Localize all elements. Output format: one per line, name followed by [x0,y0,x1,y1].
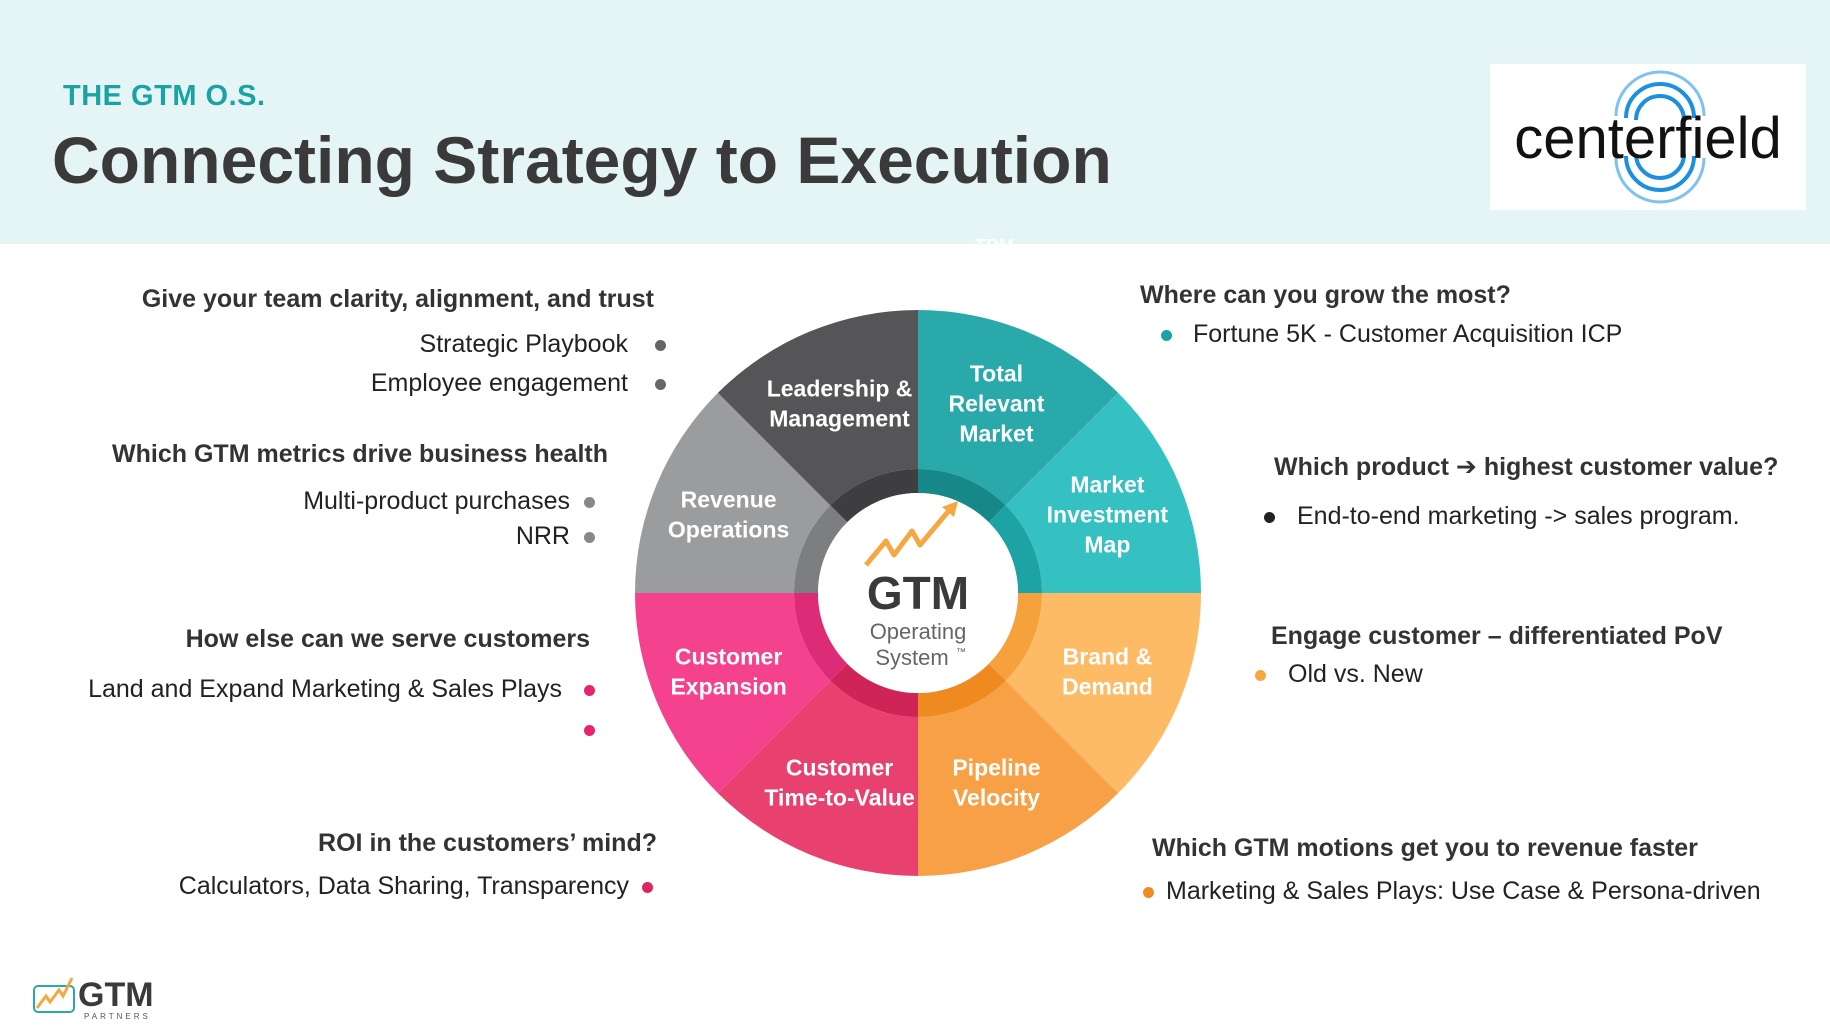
wheel-inner-ring [918,663,1006,717]
trademark-mark: ™ [956,647,966,658]
left-bullet-text: NRR [515,522,570,550]
left-question: How else can we serve customers [185,625,590,653]
bullet-dot-icon [584,725,595,736]
wheel-segment-label: Time-to-Value [764,784,914,810]
gtm-os-wheel: TotalRelevantMarketMarketInvestmentMapBr… [635,310,1201,876]
wheel-segment [1005,392,1201,593]
ghost-label: TRM [975,236,1014,256]
section-kicker: THE GTM O.S. [63,80,266,112]
footer-logo-sub: PARTNERS [84,1012,151,1021]
wheel-segment-label: Customer [786,754,893,780]
bullet-dot-icon [642,882,653,893]
wheel-segment-label: Total [970,361,1023,387]
right-question: Which GTM motions get you to revenue fas… [1152,834,1698,862]
gtm-arrow-head-icon [942,501,958,517]
wheel-segment [1005,593,1201,794]
wheel-inner-ring [988,593,1042,681]
bullet-dot-icon [1255,670,1266,681]
wheel-segment-label: Map [1084,532,1130,558]
wheel-segment-label: Velocity [953,784,1040,810]
wheel-inner-ring [988,505,1042,593]
left-question: ROI in the customers’ mind? [318,829,657,857]
wheel-segment-label: Management [769,406,910,432]
bullet-dot-icon [655,379,666,390]
left-bullet-text: Multi-product purchases [303,487,570,515]
gtm-trend-arrow-icon [864,505,954,567]
wheel-segment-label: Market [1070,472,1144,498]
wheel-segment-label: Revenue [681,487,777,513]
left-question: Which GTM metrics drive business health [112,440,608,468]
wheel-segment-label: Investment [1047,502,1169,528]
wheel-segment-label: Operations [668,517,789,543]
centerfield-logo: centerfield [1490,64,1806,210]
left-bullet-text: Strategic Playbook [419,330,628,358]
footer-logo-text: GTM [78,976,154,1014]
wheel-segment-label: Pipeline [952,754,1040,780]
wheel-segment-label: Expansion [670,673,786,699]
wheel-segment [717,310,918,506]
page-title: Connecting Strategy to Execution [52,123,1112,197]
right-question: Engage customer – differentiated PoV [1271,622,1723,650]
bullet-dot-icon [655,340,666,351]
bullet-dot-icon [584,497,595,508]
bullet-dot-icon [1161,330,1172,341]
wheel-inner-ring [918,469,1006,523]
wheel-inner-ring [830,663,918,717]
wheel-inner-ring [794,505,848,593]
right-bullet-text: Fortune 5K - Customer Acquisition ICP [1193,320,1623,348]
right-question: Which product ➔ highest customer value? [1274,453,1779,481]
wheel-inner-ring [830,469,918,523]
chart-frame-icon [33,985,75,1013]
right-bullet-text: End-to-end marketing -> sales program. [1297,502,1740,530]
trend-arrow-icon [35,977,74,1009]
wheel-segment [918,310,1119,506]
right-bullet-text: Marketing & Sales Plays: Use Case & Pers… [1166,877,1761,905]
wheel-segment-label: Relevant [949,391,1045,417]
wheel-inner-ring [794,593,848,681]
wheel-segment-label: Customer [675,643,782,669]
wheel-center-sub1: Operating [870,619,967,644]
gtm-partners-logo: GTM PARTNERS [32,972,172,1027]
left-bullet-text: Calculators, Data Sharing, Transparency [178,872,629,900]
bullet-dot-icon [1143,887,1154,898]
bullet-dot-icon [584,532,595,543]
right-question: Where can you grow the most? [1140,281,1511,309]
wheel-center-sub2: System [875,645,948,670]
wheel-segment [717,680,918,876]
left-question: Give your team clarity, alignment, and t… [141,285,654,313]
wheel-segment [635,392,831,593]
wheel-segment-label: Market [959,421,1033,447]
right-bullet-text: Old vs. New [1288,660,1423,688]
bullet-dot-icon [1264,512,1275,523]
left-bullet-text: Employee engagement [370,369,628,397]
wheel-segment-label: Leadership & [767,376,913,402]
left-bullet-text: Land and Expand Marketing & Sales Plays [88,675,562,703]
wheel-center [818,493,1018,693]
wheel-segment [918,680,1119,876]
wheel-segment-label: Demand [1062,673,1153,699]
centerfield-logo-text: centerfield [1514,106,1782,171]
bullet-dot-icon [584,685,595,696]
wheel-segment-label: Brand & [1063,643,1152,669]
wheel-segment [635,593,831,794]
wheel-center-title: GTM [867,567,969,619]
